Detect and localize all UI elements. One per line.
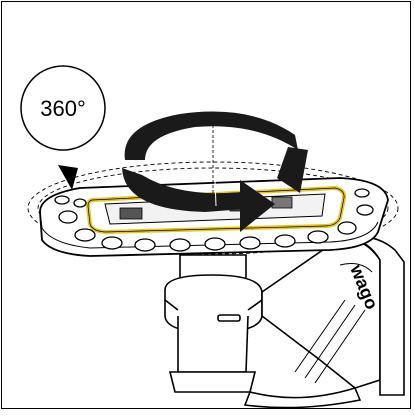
rotation-angle-label: 360°	[40, 96, 86, 121]
clamp-arm	[243, 235, 405, 409]
mount-column	[164, 254, 263, 393]
rotation-arrow-icon	[122, 111, 308, 232]
angle-callout-icon	[20, 65, 106, 190]
